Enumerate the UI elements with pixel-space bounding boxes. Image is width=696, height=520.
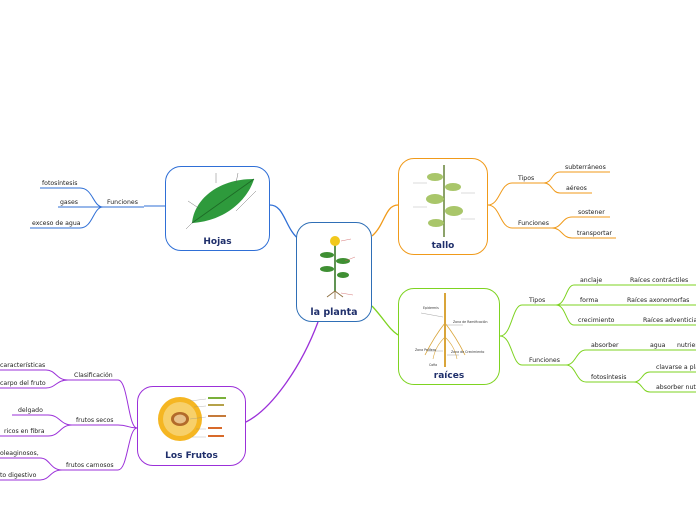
tallo-tipos-label[interactable]: Tipos [518, 175, 535, 182]
root-title: la planta [310, 307, 358, 318]
raices-tipo-3-detail[interactable]: Raíces adventicias [643, 317, 696, 324]
raices-tipo-2-detail[interactable]: Raíces axonomorfas [627, 297, 690, 304]
stem-illustration [413, 165, 475, 237]
raices-fotosintesis[interactable]: fotosíntesis [591, 374, 627, 381]
hojas-title: Hojas [203, 237, 232, 247]
hojas-item-1[interactable]: fotosíntesis [42, 180, 78, 187]
tallo-title: tallo [431, 241, 455, 251]
frutos-clasificacion-2[interactable]: carpo del fruto [0, 380, 46, 387]
frutos-carnosos-2[interactable]: to digestivo [0, 472, 37, 479]
root-node[interactable]: la planta [296, 222, 372, 322]
tallo-node[interactable]: tallo [398, 158, 488, 255]
frutos-clasificacion-1[interactable]: características [0, 362, 46, 369]
tallo-funcion-1[interactable]: sostener [578, 209, 605, 216]
tallo-tipo-2[interactable]: aéreos [566, 185, 587, 192]
frutos-secos-label[interactable]: frutos secos [76, 417, 114, 424]
raices-title: raíces [433, 371, 465, 381]
hojas-item-2[interactable]: gases [60, 199, 78, 206]
hojas-node[interactable]: Hojas [165, 166, 270, 251]
tallo-funciones-label[interactable]: Funciones [518, 220, 549, 227]
frutos-title: Los Frutos [165, 451, 218, 461]
raices-illus-label-3: Zona Pelífera [415, 348, 436, 352]
connector-root-frutos [245, 321, 319, 423]
frutos-carnosos-1[interactable]: oleaginosos, [0, 450, 39, 457]
frutos-clasificacion-label[interactable]: Clasificación [74, 372, 113, 379]
raices-illus-label-4: Zona de Crecimiento [451, 350, 484, 354]
raices-tipos-label[interactable]: Tipos [529, 297, 546, 304]
frutos-secos-2[interactable]: ricos en fibra [4, 428, 45, 435]
frutos-node[interactable]: Los Frutos [137, 386, 246, 466]
raices-illus-label-1: Epidermis [423, 306, 439, 310]
raices-fotosintesis-a[interactable]: clavarse a pla [656, 364, 696, 371]
raices-tipo-1[interactable]: anclaje [580, 277, 603, 284]
tallo-tipo-1[interactable]: subterráneos [565, 164, 606, 171]
raices-absorber-agua[interactable]: agua [650, 342, 666, 349]
raices-fotosintesis-b[interactable]: absorber nutri [656, 384, 696, 391]
raices-tipo-2[interactable]: forma [580, 297, 599, 304]
raices-absorber-nutrien[interactable]: nutrien [677, 342, 696, 349]
raices-tipo-3[interactable]: crecimiento [578, 317, 615, 324]
connector-root-tallo [371, 204, 399, 237]
raices-funciones-label[interactable]: Funciones [529, 357, 560, 364]
raices-tipo-1-detail[interactable]: Raíces contráctiles [630, 277, 689, 284]
frutos-carnosos-label[interactable]: frutos carnosos [66, 462, 114, 469]
hojas-item-3[interactable]: exceso de agua [32, 220, 81, 227]
root-illustration: Epidermis Zona de Ramificación Zona Pelí… [415, 293, 488, 367]
hojas-funciones-label[interactable]: Funciones [107, 199, 138, 206]
fruit-illustration [158, 397, 226, 441]
raices-illus-label-2: Zona de Ramificación [453, 320, 488, 324]
leaf-illustration [185, 172, 257, 230]
raices-absorber[interactable]: absorber [591, 342, 619, 349]
plant-illustration [320, 236, 356, 299]
raices-node[interactable]: Epidermis Zona de Ramificación Zona Pelí… [398, 288, 500, 385]
frutos-secos-1[interactable]: delgado [18, 407, 43, 414]
tallo-funcion-2[interactable]: transportar [577, 230, 612, 237]
raices-illus-label-5: Cofia [429, 363, 437, 367]
connector-root-raices [371, 305, 399, 336]
